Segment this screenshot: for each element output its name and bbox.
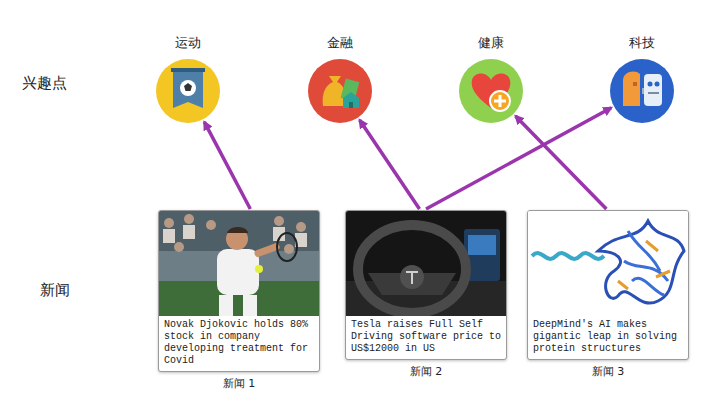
interest-label: 运动 [143, 34, 233, 52]
news-label: 新闻 3 [527, 364, 689, 379]
interest-circle [609, 58, 675, 124]
interest-node: 科技 [597, 34, 687, 124]
interest-label: 科技 [597, 34, 687, 52]
row-label: 兴趣点 [22, 74, 67, 93]
news-label: 新闻 2 [345, 364, 507, 379]
news-label: 新闻 1 [158, 376, 320, 391]
interest-circle [155, 58, 221, 124]
steering-wheel-photo [346, 211, 506, 316]
interest-label: 健康 [446, 34, 536, 52]
news-card: Tesla raises Full Self Driving software … [345, 210, 507, 360]
news-card: DeepMind's AI makes gigantic leap in sol… [527, 210, 689, 360]
arrow-connector [360, 120, 420, 209]
tennis-photo [159, 211, 319, 316]
news-headline: Tesla raises Full Self Driving software … [346, 316, 506, 359]
news-card: Novak Djokovic holds 80% stock in compan… [158, 210, 320, 372]
sports-icon [155, 58, 221, 124]
finance-icon [307, 58, 373, 124]
arrow-connector [426, 108, 611, 209]
arrow-connector [516, 116, 607, 209]
news-headline: Novak Djokovic holds 80% stock in compan… [159, 316, 319, 371]
interest-node: 运动 [143, 34, 233, 124]
interest-node: 金融 [295, 34, 385, 124]
interest-label: 金融 [295, 34, 385, 52]
tech-icon [609, 58, 675, 124]
row-label: 新闻 [40, 281, 70, 300]
news-card-node: Novak Djokovic holds 80% stock in compan… [158, 210, 320, 391]
interest-node: 健康 [446, 34, 536, 124]
news-card-node: DeepMind's AI makes gigantic leap in sol… [527, 210, 689, 379]
interest-circle [458, 58, 524, 124]
protein-structure-image [528, 211, 688, 316]
news-headline: DeepMind's AI makes gigantic leap in sol… [528, 316, 688, 359]
health-icon [458, 58, 524, 124]
arrow-connector [204, 122, 250, 209]
interest-circle [307, 58, 373, 124]
news-card-node: Tesla raises Full Self Driving software … [345, 210, 507, 379]
